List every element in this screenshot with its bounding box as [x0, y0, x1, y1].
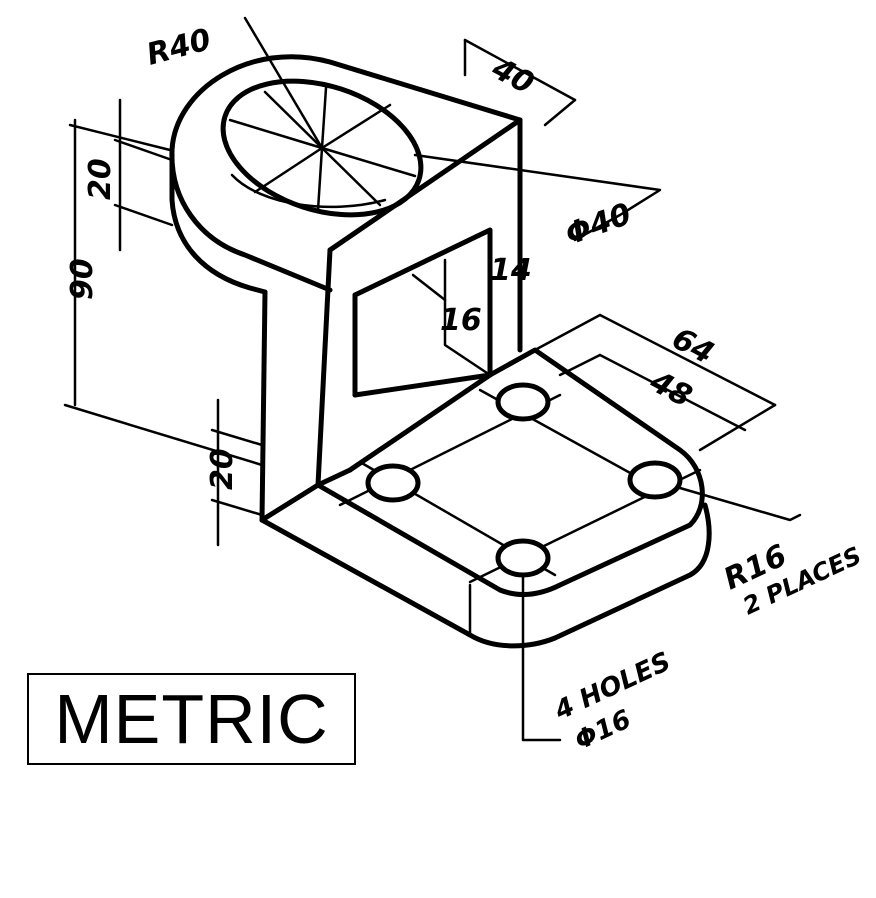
- top-width-label: 40: [485, 51, 539, 102]
- bore-centerlines: [228, 86, 417, 212]
- units-label: METRIC: [54, 680, 329, 758]
- hole: [627, 460, 683, 500]
- mounting-holes: [365, 382, 683, 578]
- top-height-label: 20: [83, 158, 118, 200]
- hole-spacing-label: 48: [643, 364, 697, 415]
- dimension-lines: [63, 16, 802, 742]
- radius-top-label: R40: [143, 22, 215, 73]
- units-box: METRIC: [27, 673, 356, 765]
- window-top-label: 14: [490, 253, 532, 288]
- top-boss: [169, 54, 523, 295]
- bore-diameter-label: Φ40: [561, 197, 636, 253]
- hole: [365, 463, 421, 503]
- window-side-label: 16: [440, 303, 482, 338]
- hole: [495, 382, 551, 422]
- base-plate: [259, 347, 712, 649]
- upright: [259, 117, 523, 523]
- hole: [495, 538, 551, 578]
- base-thickness-label: 20: [205, 448, 240, 490]
- overall-height-label: 90: [65, 258, 100, 300]
- base-length-label: 64: [666, 321, 719, 372]
